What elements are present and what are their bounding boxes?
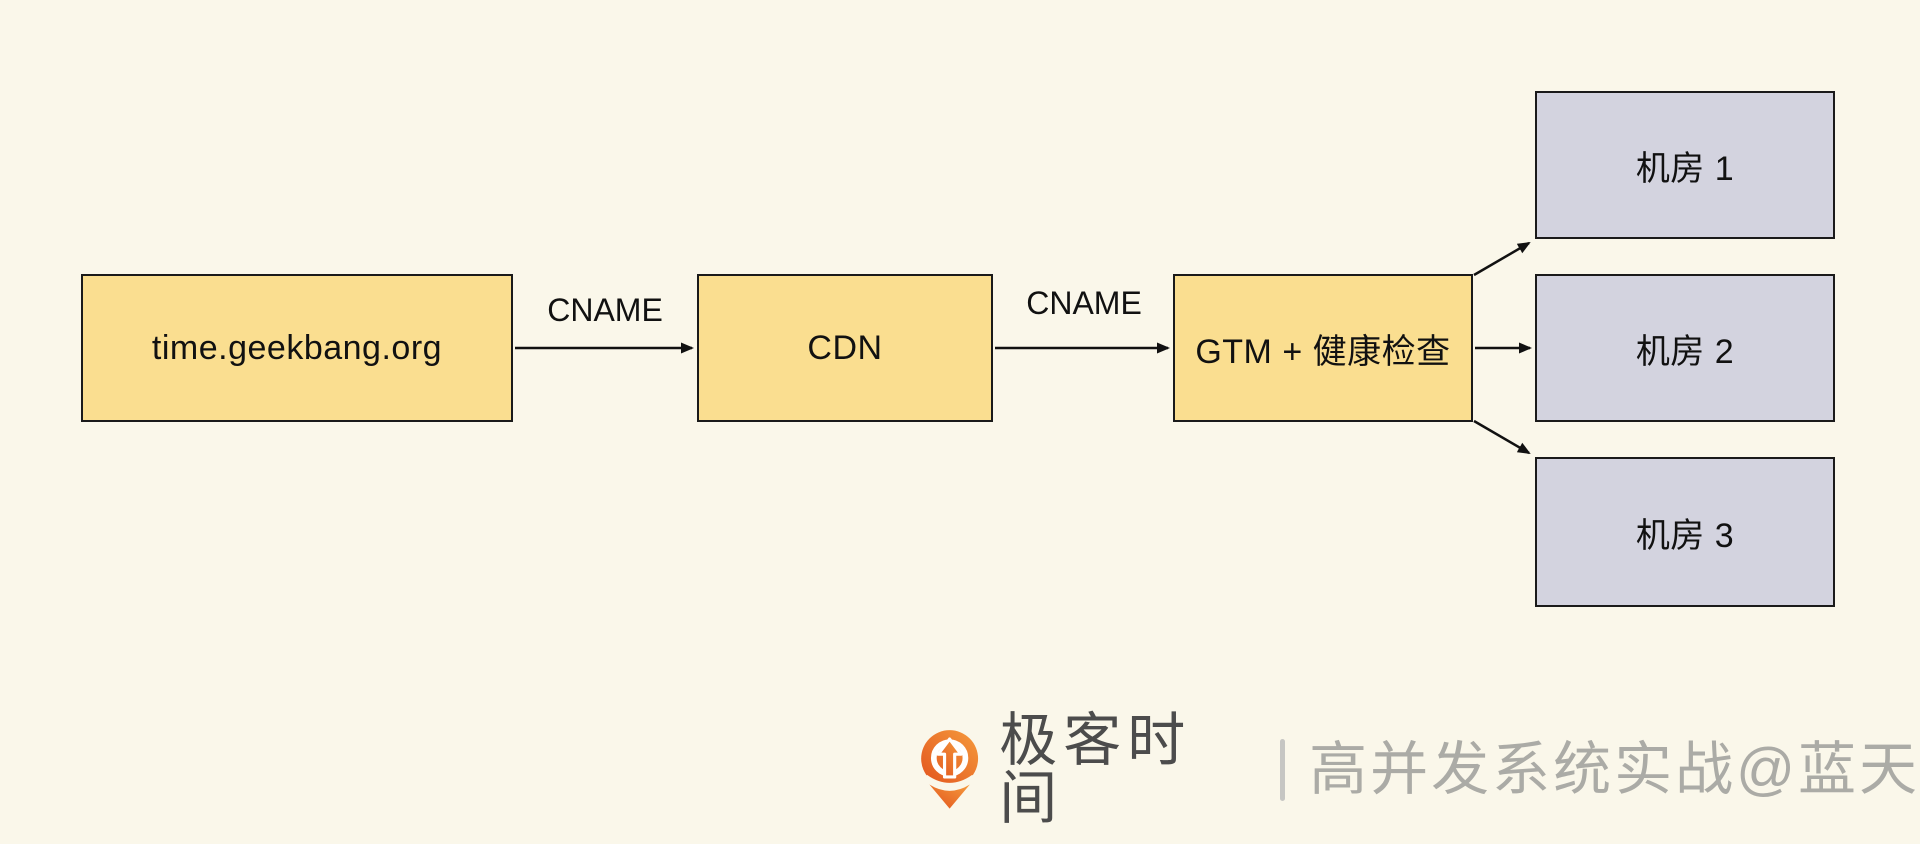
- node-gtm-label: GTM + 健康检查: [1195, 332, 1451, 371]
- node-cdn: CDN: [697, 274, 993, 422]
- node-datacenter-3: 机房 3: [1535, 457, 1835, 607]
- node-source-domain: time.geekbang.org: [81, 274, 513, 422]
- node-dc3-label: 机房 3: [1635, 516, 1735, 555]
- arrow-gtm-to-dc3: [1473, 419, 1531, 455]
- node-dc1-label: 机房 1: [1635, 149, 1735, 188]
- edge-label-cname-source-cdn: CNAME: [547, 292, 663, 328]
- footer-watermark: 极客时间 高并发系统实战@蓝天: [918, 712, 1920, 828]
- footer-separator-bar: [1280, 739, 1286, 801]
- footer-caption: 高并发系统实战@蓝天: [1309, 737, 1920, 802]
- node-datacenter-1: 机房 1: [1535, 91, 1835, 239]
- node-cdn-label: CDN: [807, 328, 883, 367]
- node-dc2-label: 机房 2: [1635, 332, 1735, 371]
- geektime-logo-icon: [921, 730, 979, 809]
- brand-name: 极客时间: [999, 708, 1192, 831]
- node-gtm-health-check: GTM + 健康检查: [1173, 274, 1473, 422]
- node-source-label: time.geekbang.org: [151, 328, 443, 367]
- node-datacenter-2: 机房 2: [1535, 274, 1835, 422]
- edge-label-cname-cdn-gtm: CNAME: [1026, 285, 1142, 321]
- arrow-gtm-to-dc1: [1473, 241, 1531, 277]
